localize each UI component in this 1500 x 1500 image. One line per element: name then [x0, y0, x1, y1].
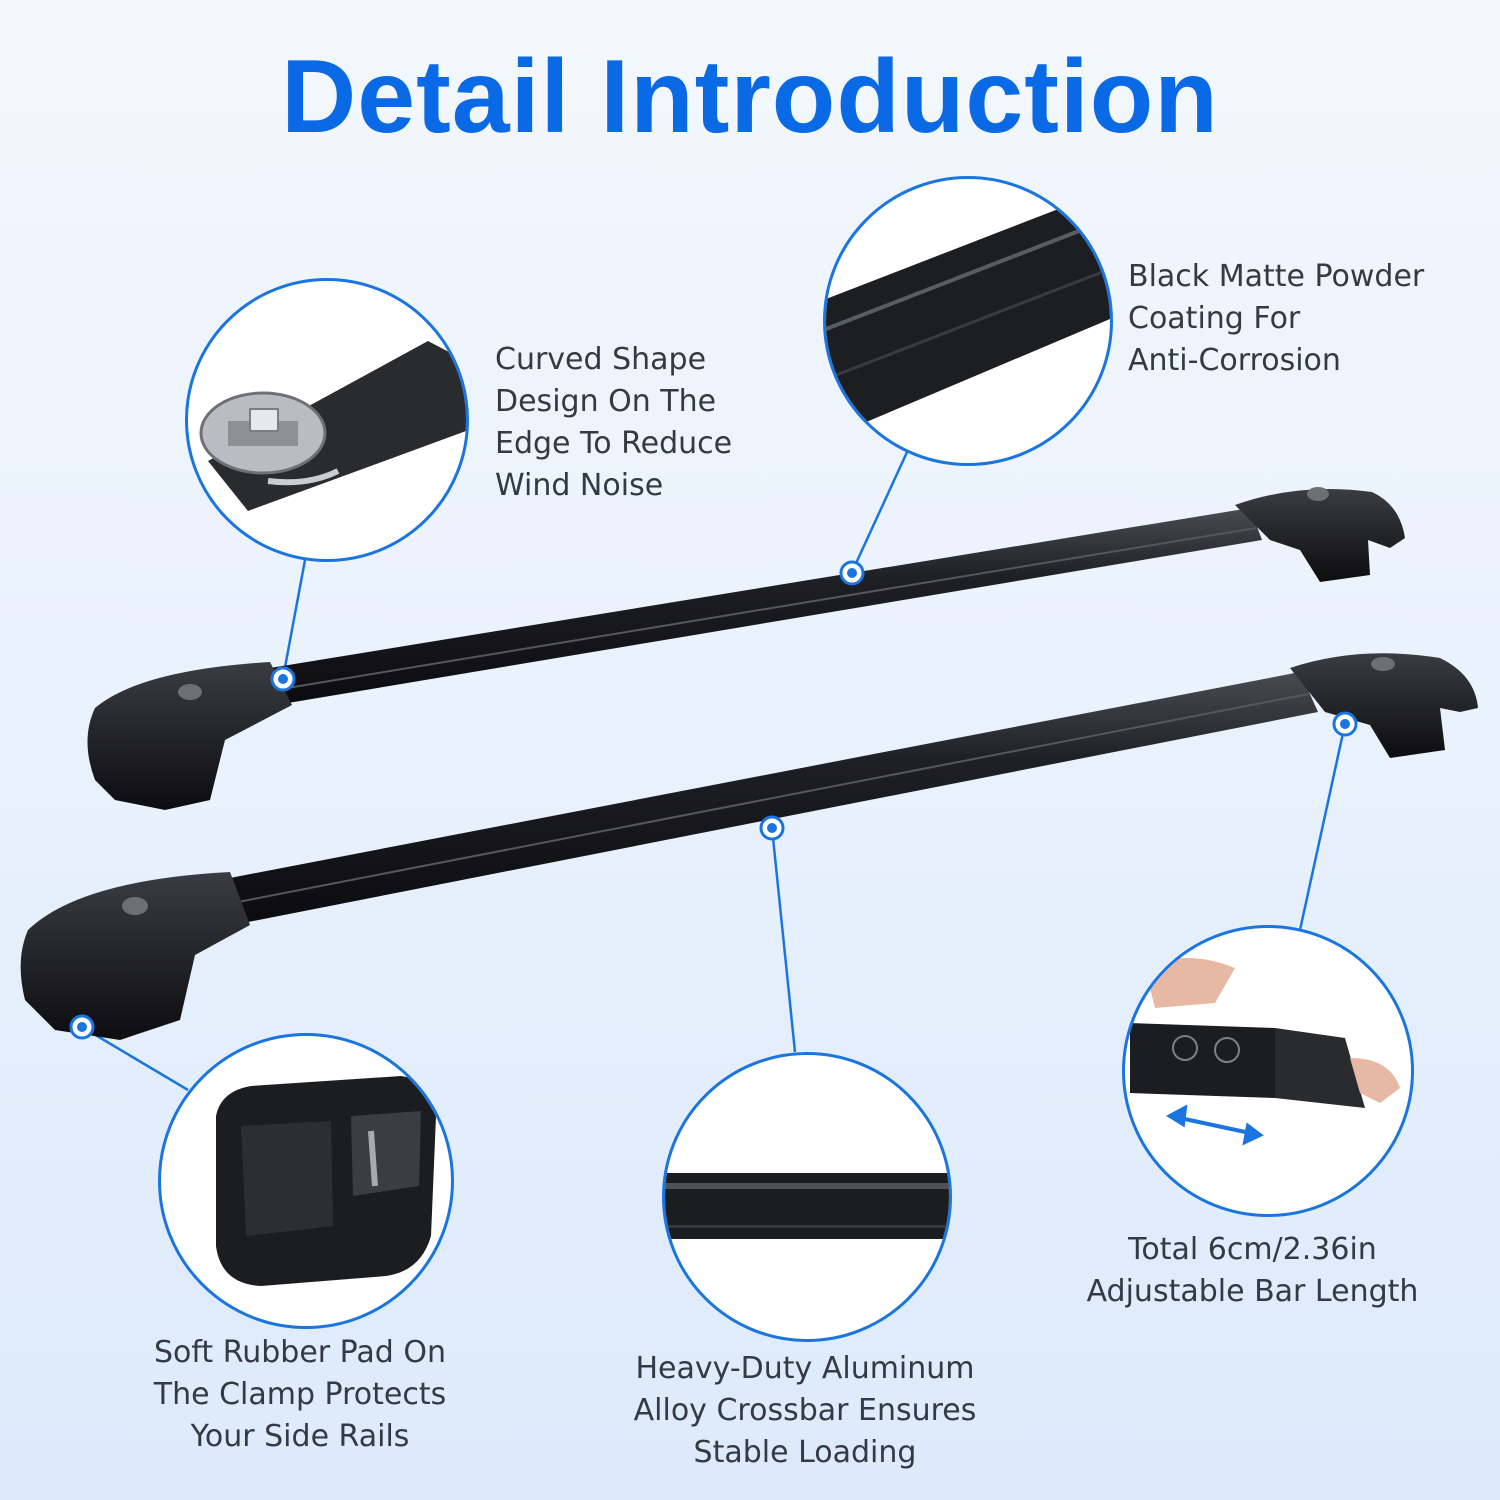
- leader-lines: [81, 449, 1347, 1092]
- caption-line: Your Side Rails: [190, 1419, 410, 1454]
- detail-circle-adjustable: [1122, 925, 1414, 1217]
- caption-curved-shape: Curved Shape Design On The Edge To Reduc…: [495, 339, 732, 507]
- caption-line: Coating For: [1128, 301, 1301, 336]
- bar-profile-image: [199, 341, 466, 511]
- caption-line: Heavy-Duty Aluminum: [635, 1351, 975, 1386]
- caption-line: Anti-Corrosion: [1128, 343, 1341, 378]
- caption-line: Design On The: [495, 384, 717, 419]
- aluminum-bar-image: [665, 1173, 949, 1239]
- caption-line: Total 6cm/2.36in: [1128, 1232, 1377, 1267]
- caption-line: Curved Shape: [495, 342, 707, 377]
- caption-line: Soft Rubber Pad On: [154, 1335, 446, 1370]
- coating-image: [826, 189, 1110, 439]
- caption-line: Edge To Reduce: [495, 426, 733, 461]
- rubber-pad-image: [216, 1076, 436, 1286]
- caption-line: Alloy Crossbar Ensures: [633, 1393, 977, 1428]
- caption-adjustable-length: Total 6cm/2.36in Adjustable Bar Length: [1055, 1229, 1450, 1313]
- detail-circle-coating: [823, 176, 1113, 466]
- caption-line: Black Matte Powder: [1128, 259, 1425, 294]
- caption-line: The Clamp Protects: [153, 1377, 447, 1412]
- caption-line: Stable Loading: [693, 1435, 917, 1470]
- caption-rubber-pad: Soft Rubber Pad On The Clamp Protects Yo…: [120, 1332, 480, 1458]
- page-title: Detail Introduction: [281, 39, 1219, 155]
- detail-circle-rubber-pad: [158, 1033, 454, 1329]
- adjustable-bar-image: [1130, 958, 1400, 1146]
- lower-crossbar: [20, 653, 1478, 1040]
- detail-circle-profile: [185, 278, 469, 562]
- callout-dots: [69, 560, 1358, 1040]
- caption-aluminum-alloy: Heavy-Duty Aluminum Alloy Crossbar Ensur…: [595, 1348, 1015, 1474]
- caption-line: Wind Noise: [495, 468, 664, 503]
- caption-line: Adjustable Bar Length: [1086, 1274, 1419, 1309]
- upper-crossbar: [87, 487, 1405, 810]
- double-arrow-icon: [1165, 1104, 1264, 1146]
- detail-circle-aluminum: [662, 1052, 952, 1342]
- caption-powder-coating: Black Matte Powder Coating For Anti-Corr…: [1128, 256, 1424, 382]
